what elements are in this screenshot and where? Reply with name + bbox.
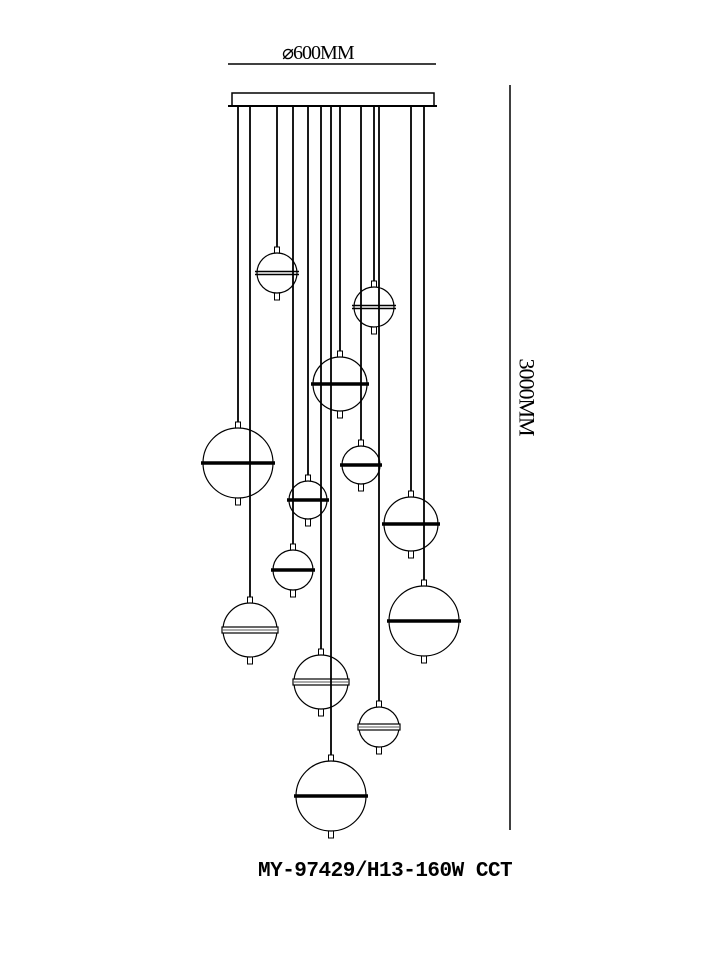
diameter-label: ⌀600MM xyxy=(282,42,355,64)
globe-bottom-cap xyxy=(421,655,427,664)
globe-bottom-cap xyxy=(371,326,377,335)
globe-top-cap xyxy=(235,421,241,429)
height-label: 3000MM xyxy=(514,358,540,436)
globe-bottom-cap xyxy=(235,497,241,506)
globe-bottom-cap xyxy=(376,746,382,755)
glass-globe xyxy=(353,286,395,328)
globe-top-cap xyxy=(371,280,377,288)
globe-bottom-cap xyxy=(358,483,364,492)
globe-bottom-cap xyxy=(247,656,253,665)
globe-top-cap xyxy=(337,350,343,358)
globe-bottom-cap xyxy=(408,550,414,559)
globe-top-cap xyxy=(305,474,311,482)
globe-bottom-cap xyxy=(318,708,324,717)
glass-globe xyxy=(256,252,298,294)
globe-bottom-cap xyxy=(305,518,311,527)
globe-top-cap xyxy=(290,543,296,551)
globe-top-cap xyxy=(318,648,324,656)
globe-top-cap xyxy=(421,579,427,587)
globe-top-cap xyxy=(408,490,414,498)
globe-bottom-cap xyxy=(274,292,280,301)
globe-top-cap xyxy=(247,596,253,604)
globe-top-cap xyxy=(358,439,364,447)
globe-top-cap xyxy=(328,754,334,762)
globe-bottom-cap xyxy=(290,589,296,598)
globe-top-cap xyxy=(274,246,280,254)
globe-bottom-cap xyxy=(328,830,334,839)
globe-bottom-cap xyxy=(337,410,343,419)
canopy xyxy=(231,92,435,107)
model-label: MY-97429/H13-160W CCT xyxy=(258,860,513,883)
globe-top-cap xyxy=(376,700,382,708)
